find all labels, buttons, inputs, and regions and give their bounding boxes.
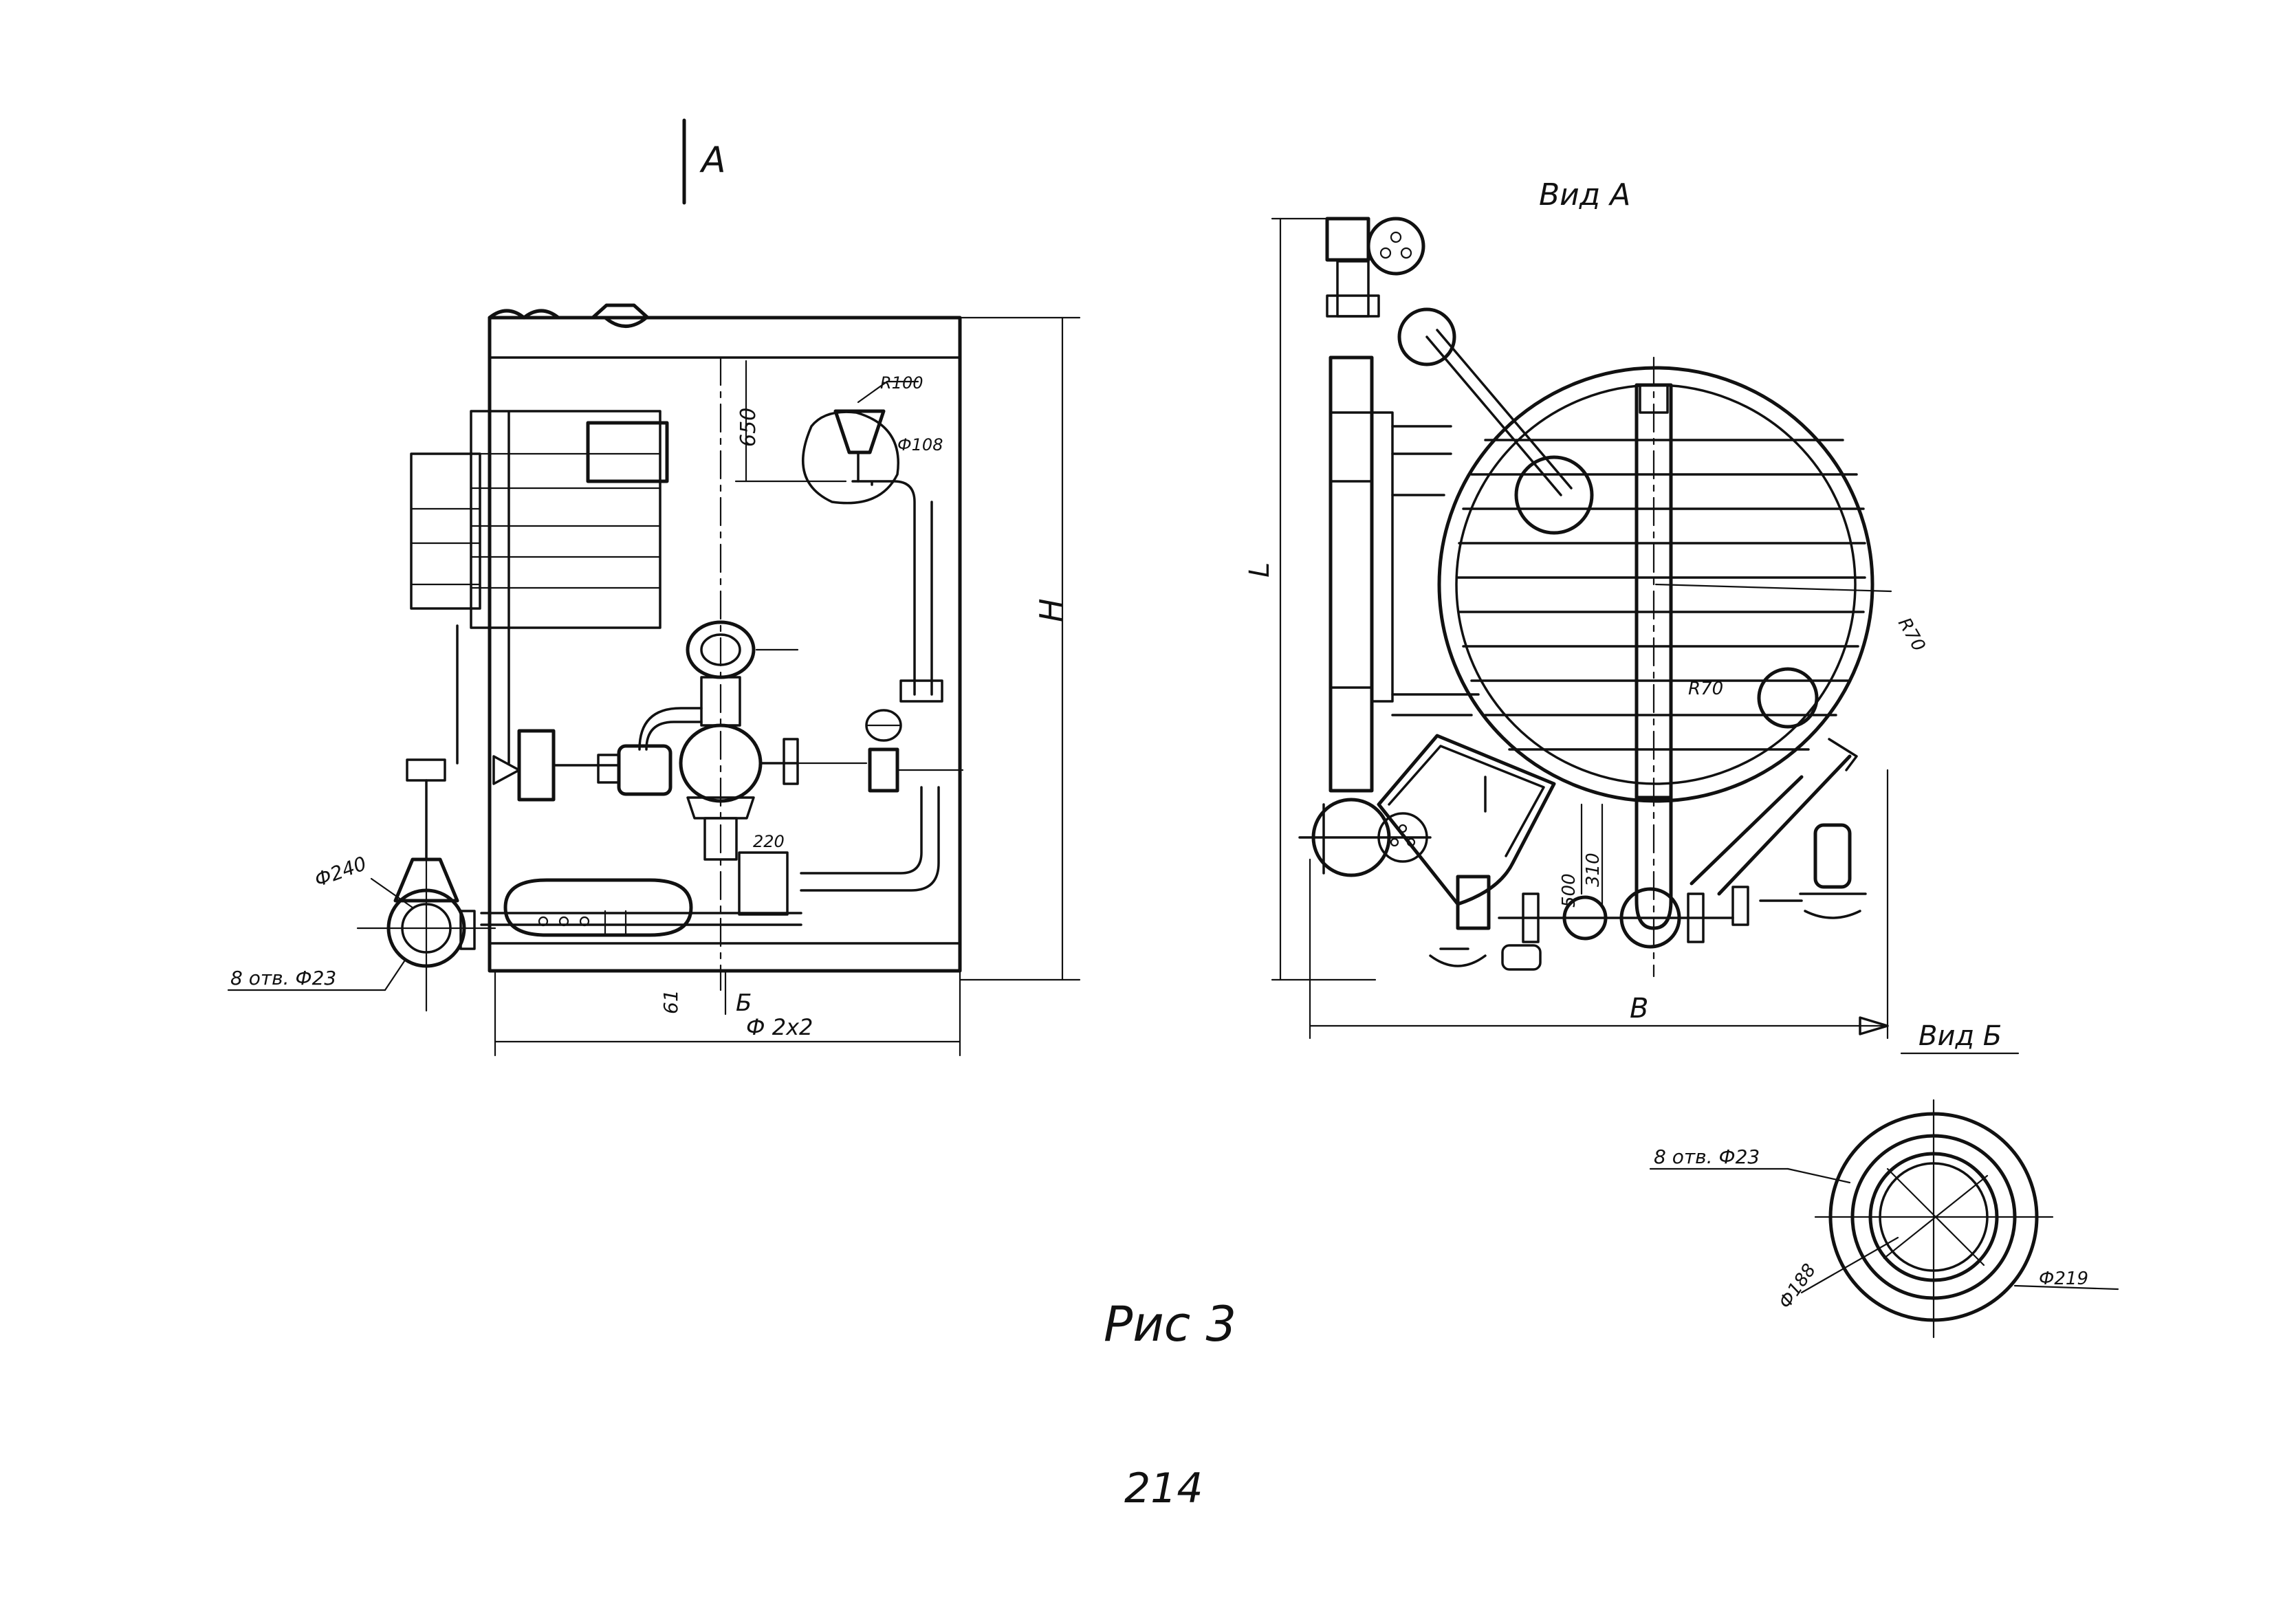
- dim-r70-b: R70: [1894, 615, 1929, 655]
- view-a-title: Вид А: [1539, 177, 1630, 212]
- dim-500: 500: [1559, 873, 1579, 908]
- shell-outer: [1437, 366, 1874, 803]
- section-mark-a: A: [699, 140, 726, 181]
- upper-nozzle: R100 Ф108: [802, 373, 943, 703]
- pump-assembly: [492, 709, 964, 892]
- dim-61: 61: [659, 989, 682, 1014]
- dim-l-group: L: [1244, 217, 1377, 981]
- dim-b-small: Б: [736, 989, 752, 1017]
- figure-caption: Рис 3: [1104, 1296, 1236, 1352]
- dim-b: В: [1630, 993, 1648, 1024]
- dim-bolts-right: 8 отв. Ф23: [1654, 1145, 1760, 1168]
- dim-r70-a: R70: [1688, 679, 1723, 699]
- top-lifting-lugs: [488, 303, 650, 328]
- page-number: 214: [1124, 1464, 1203, 1513]
- vertical-column: [1325, 217, 1573, 793]
- dim-d240: Ф240: [311, 852, 369, 892]
- tube-bundle: [1456, 439, 1866, 751]
- service-platform: [410, 410, 669, 765]
- dim-bolts-left: 8 отв. Ф23: [230, 967, 336, 989]
- dim-l: L: [1244, 562, 1276, 578]
- central-valve: 220: [638, 620, 799, 916]
- dim-b-group: В: [1309, 769, 1889, 1040]
- side-view-a: Вид А R70 R70: [1244, 177, 1929, 1040]
- support-legs: [1690, 738, 1867, 926]
- dim-220: 220: [753, 832, 785, 851]
- front-elevation-view: A 650: [227, 118, 1081, 1057]
- dim-diam-bottom: Ф 2х2: [746, 1014, 813, 1040]
- view-b-flange: Вид Б 8 отв. Ф23 Ф188 Ф219: [1649, 1020, 2119, 1339]
- dim-d108: Ф108: [897, 435, 943, 454]
- view-b-title: Вид Б: [1918, 1020, 2002, 1052]
- dim-310: 310: [1583, 853, 1604, 887]
- bottom-nozzles: 310 500: [1429, 795, 1734, 971]
- dim-h: Н: [1033, 598, 1070, 622]
- side-headers: [1391, 425, 1480, 716]
- manhole-upper: [1514, 455, 1594, 535]
- dim-d219: Ф219: [2039, 1269, 2088, 1289]
- dim-h-group: Н: [959, 316, 1081, 981]
- dim-r100: R100: [880, 373, 923, 393]
- horizontal-tank: [480, 878, 802, 937]
- support-saddle: [1298, 734, 1556, 906]
- inlet-gate-valve: Ф240 8 отв. Ф23: [227, 758, 496, 1012]
- dim-bottom-group: Ф 2х2 Б 61: [494, 969, 961, 1057]
- dim-650: 650: [736, 408, 761, 447]
- manhole-lower: [1757, 667, 1819, 729]
